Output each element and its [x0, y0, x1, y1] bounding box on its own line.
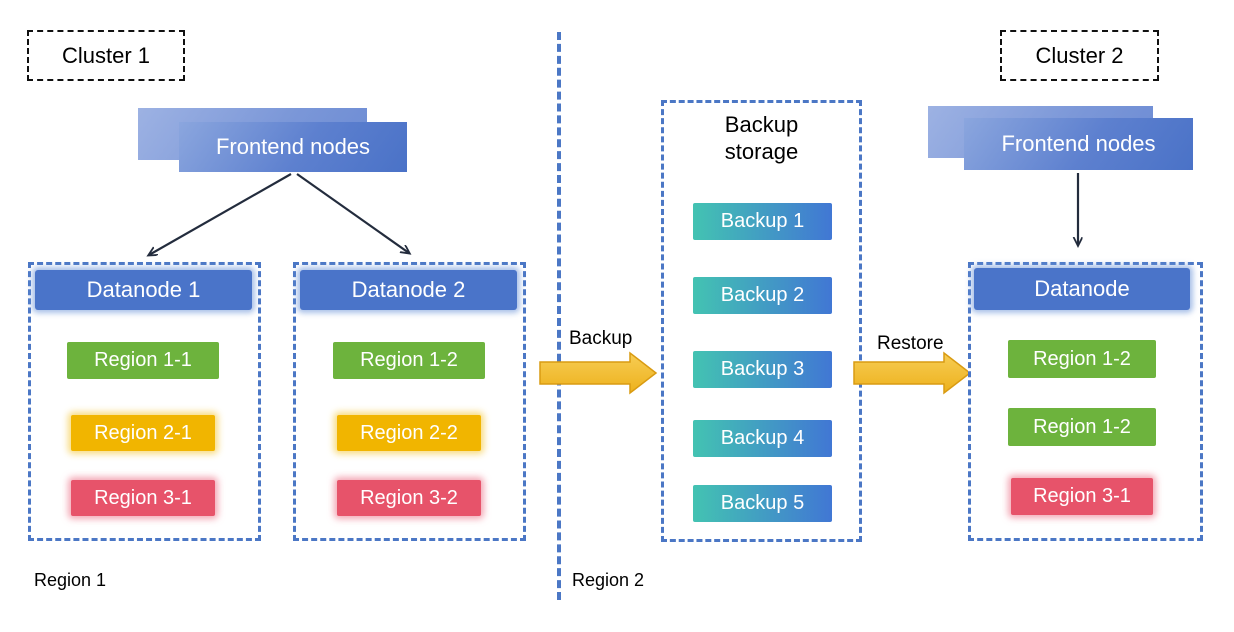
- backup-4-label: Backup 4: [720, 427, 805, 449]
- restore-flow-label: Restore: [877, 333, 944, 354]
- restored-region-box-3: Region 3-1: [1011, 478, 1153, 515]
- backup-arrow: [539, 351, 658, 395]
- backup-item-4: Backup 4: [693, 420, 832, 457]
- frontend-to-datanode-arrow: [1068, 173, 1090, 257]
- cluster2-datanode-container: Datanode Region 1-2 Region 1-2 Region 3-…: [968, 262, 1203, 541]
- restored-region-box-2: Region 1-2: [1008, 408, 1156, 446]
- zone-label-region1: Region 1: [34, 570, 107, 590]
- backup-item-2: Backup 2: [693, 277, 832, 314]
- cluster2-frontend-label: Frontend nodes: [1001, 131, 1156, 156]
- datanode2-container: Datanode 2 Region 1-2 Region 2-2 Region …: [293, 262, 526, 541]
- datanode2-title: Datanode 2: [351, 277, 466, 302]
- datanode1-title: Datanode 1: [86, 277, 201, 302]
- backup-5-label: Backup 5: [720, 492, 805, 514]
- cluster2-datanode-header: Datanode: [974, 268, 1190, 310]
- restored-region-2-label: Region 1-2: [1033, 415, 1131, 438]
- region-box-1-2: Region 1-2: [333, 342, 485, 379]
- backup-3-label: Backup 3: [720, 358, 805, 380]
- region-box-2-1: Region 2-1: [71, 415, 215, 451]
- region-1-2-label: Region 1-2: [360, 349, 458, 371]
- region-2-2-label: Region 2-2: [360, 421, 458, 444]
- region-3-2-label: Region 3-2: [360, 486, 458, 509]
- backup-item-5: Backup 5: [693, 485, 832, 522]
- restored-region-1-label: Region 1-2: [1033, 347, 1131, 370]
- region-box-3-1: Region 3-1: [71, 480, 215, 516]
- cluster2-label: Cluster 2: [1035, 42, 1124, 68]
- datanode1-container: Datanode 1 Region 1-1 Region 2-1 Region …: [28, 262, 261, 541]
- cluster2-label-box: Cluster 2: [1000, 30, 1159, 81]
- restore-arrow: [853, 351, 972, 395]
- region-box-3-2: Region 3-2: [337, 480, 481, 516]
- datanode2-header: Datanode 2: [300, 270, 517, 310]
- region-box-2-2: Region 2-2: [337, 415, 481, 451]
- backup-item-3: Backup 3: [693, 351, 832, 388]
- cluster1-label-box: Cluster 1: [27, 30, 185, 81]
- backup-item-1: Backup 1: [693, 203, 832, 240]
- region-box-1-1: Region 1-1: [67, 342, 219, 379]
- zone-label-region2: Region 2: [572, 570, 645, 590]
- cluster1-frontend-nodes: Frontend nodes: [179, 122, 407, 172]
- region-separator-line: [557, 32, 561, 600]
- datanode1-header: Datanode 1: [35, 270, 252, 310]
- cluster2-datanode-title: Datanode: [1034, 276, 1130, 301]
- backup-2-label: Backup 2: [720, 284, 805, 306]
- backup-1-label: Backup 1: [720, 210, 805, 232]
- cluster1-frontend-label: Frontend nodes: [215, 134, 371, 159]
- region-3-1-label: Region 3-1: [94, 486, 192, 509]
- restored-region-box-1: Region 1-2: [1008, 340, 1156, 378]
- backup-storage-container: Backup storage Backup 1 Backup 2 Backup …: [661, 100, 862, 542]
- frontend-to-datanodes-arrows: [135, 173, 425, 265]
- region-1-1-label: Region 1-1: [94, 349, 192, 371]
- cluster1-label: Cluster 1: [61, 42, 151, 68]
- backup-storage-title: Backup storage: [724, 112, 799, 164]
- restored-region-3-label: Region 3-1: [1033, 485, 1131, 507]
- region-2-1-label: Region 2-1: [94, 421, 192, 444]
- backup-flow-label: Backup: [569, 328, 633, 349]
- cluster2-frontend-nodes: Frontend nodes: [964, 118, 1193, 170]
